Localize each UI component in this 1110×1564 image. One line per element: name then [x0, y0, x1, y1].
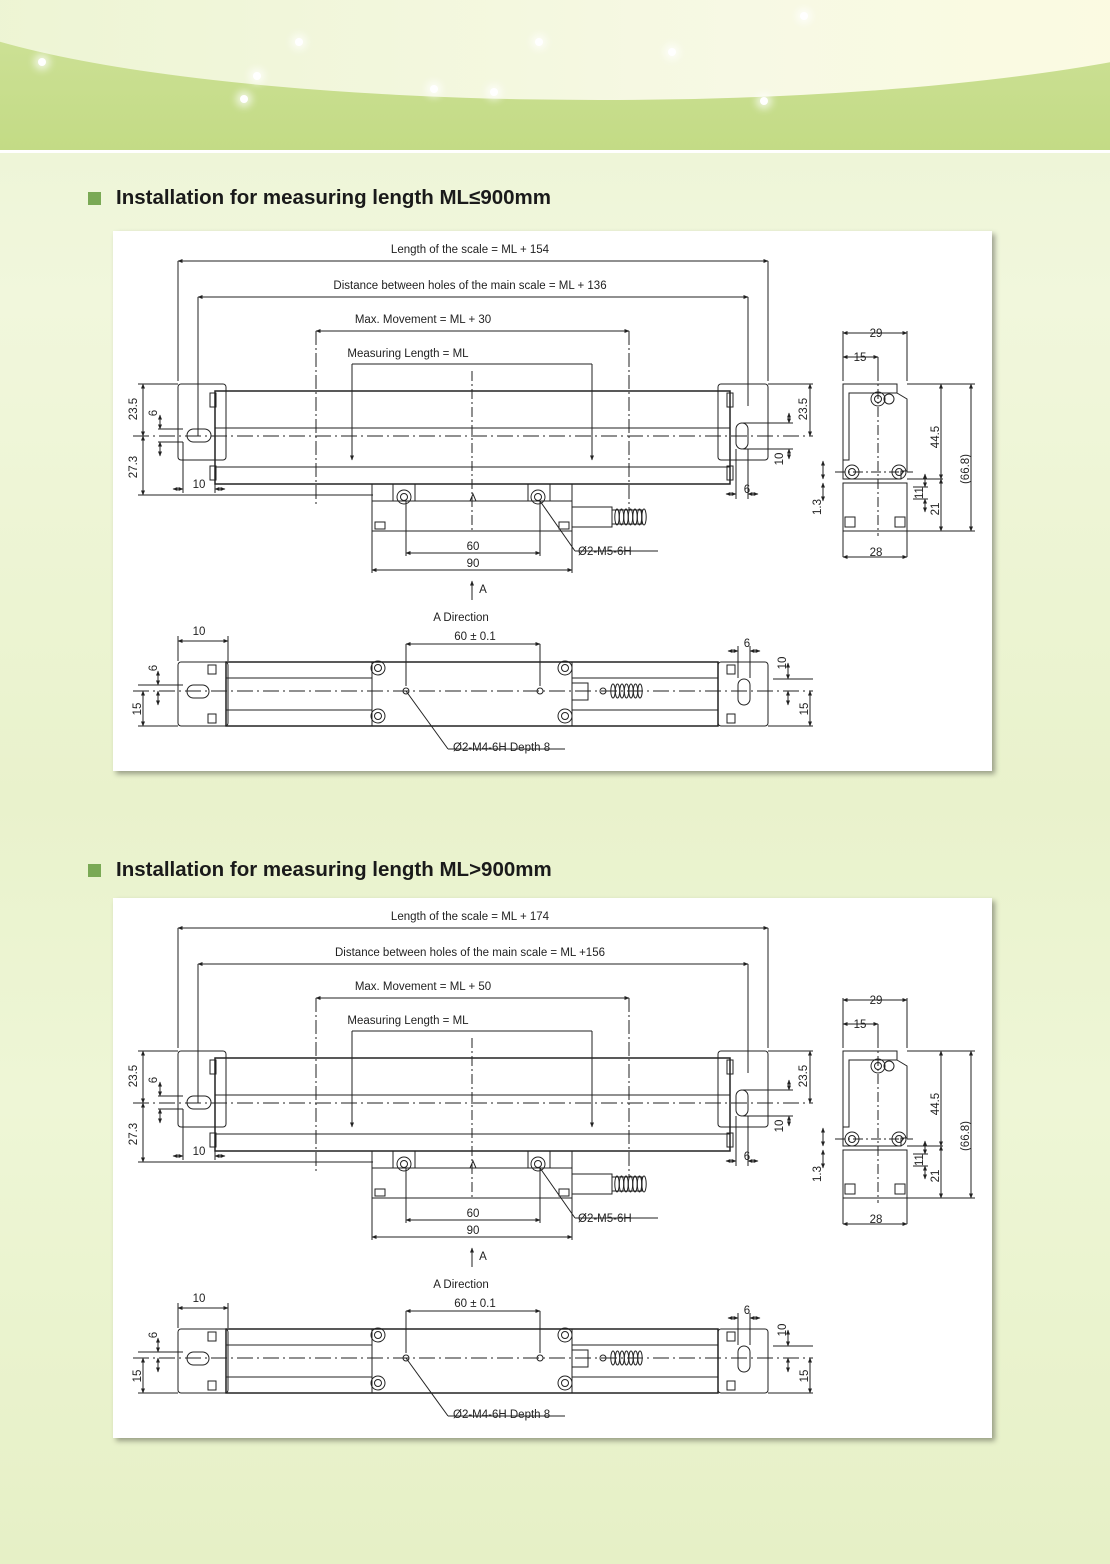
section-heading-1: Installation for measuring length ML≤900… — [88, 186, 551, 210]
dim-label-s11: 11 — [914, 487, 926, 499]
dim-label-movement: Max. Movement = ML + 30 — [355, 314, 491, 326]
dim-label-b15r: 15 — [799, 1370, 811, 1383]
dim-label-b6: 6 — [148, 665, 160, 671]
dim-label-s44_5: 44.5 — [930, 1093, 942, 1115]
dim-label-s66_8: (66.8) — [960, 1121, 972, 1151]
dim-label-b6r: 6 — [744, 638, 750, 650]
dim-label-b15: 15 — [132, 703, 144, 716]
dim-label-s28: 28 — [870, 1214, 883, 1226]
dim-label-bthread: Ø2-M4-6H Depth 8 — [453, 742, 550, 754]
section-heading-2: Installation for measuring length ML>900… — [88, 858, 552, 882]
dim-label-distance: Distance between holes of the main scale… — [333, 280, 606, 292]
dim-label-direction: A Direction — [433, 612, 489, 624]
dim-label-d60: 60 — [467, 1208, 480, 1220]
dim-label-b6: 6 — [148, 1332, 160, 1338]
dim-label-s1_3: 1.3 — [812, 1166, 824, 1182]
dim-label-d10r: 10 — [774, 1120, 786, 1133]
dim-label-s11: 11 — [914, 1154, 926, 1166]
dim-label-d60tol: 60 ± 0.1 — [454, 1298, 495, 1310]
dim-label-d10: 10 — [193, 1146, 206, 1158]
dim-label-d6: 6 — [148, 1077, 160, 1083]
dim-label-s29: 29 — [870, 328, 883, 340]
dim-label-b10r: 10 — [777, 657, 789, 670]
dim-label-measuring: Measuring Length = ML — [347, 1015, 469, 1027]
dim-label-b10: 10 — [193, 626, 206, 638]
dim-label-d23_5: 23.5 — [128, 398, 140, 420]
dim-label-b10r: 10 — [777, 1324, 789, 1337]
dim-label-s44_5: 44.5 — [930, 426, 942, 448]
dim-label-d6r: 6 — [744, 1151, 750, 1163]
dim-label-d90: 90 — [467, 1225, 480, 1237]
dim-label-d60tol: 60 ± 0.1 — [454, 631, 495, 643]
dim-label-thread: Ø2-M5-6H — [578, 1213, 632, 1225]
dim-label-d60: 60 — [467, 541, 480, 553]
dim-label-s66_8: (66.8) — [960, 454, 972, 484]
header-banner — [0, 0, 1110, 153]
dim-label-s21: 21 — [930, 503, 942, 516]
dim-label-d23_5r: 23.5 — [798, 398, 810, 420]
bullet-square-icon — [88, 191, 101, 205]
dim-label-b10: 10 — [193, 1293, 206, 1305]
dim-label-s15: 15 — [854, 1019, 867, 1031]
dim-label-s15: 15 — [854, 352, 867, 364]
dim-label-d23_5: 23.5 — [128, 1065, 140, 1087]
dim-label-s21: 21 — [930, 1170, 942, 1183]
dim-label-b15r: 15 — [799, 703, 811, 716]
dim-label-d6r: 6 — [744, 484, 750, 496]
dim-label-distance: Distance between holes of the main scale… — [335, 947, 605, 959]
dim-label-d10: 10 — [193, 479, 206, 491]
dim-label-d27_3: 27.3 — [128, 1123, 140, 1145]
dim-label-b15: 15 — [132, 1370, 144, 1383]
dim-label-d6: 6 — [148, 410, 160, 416]
dim-label-length: Length of the scale = ML + 174 — [391, 911, 550, 923]
dim-label-d27_3: 27.3 — [128, 456, 140, 478]
dim-label-s29: 29 — [870, 995, 883, 1007]
dim-label-movement: Max. Movement = ML + 50 — [355, 981, 491, 993]
dim-label-d10r: 10 — [774, 453, 786, 466]
bullet-square-icon — [88, 863, 101, 877]
dim-label-direction: A Direction — [433, 1279, 489, 1291]
dim-label-b6r: 6 — [744, 1305, 750, 1317]
dim-label-length: Length of the scale = ML + 154 — [391, 244, 550, 256]
dim-label-measuring: Measuring Length = ML — [347, 348, 469, 360]
dim-label-d23_5r: 23.5 — [798, 1065, 810, 1087]
dim-label-s1_3: 1.3 — [812, 499, 824, 515]
dim-label-thread: Ø2-M5-6H — [578, 546, 632, 558]
dim-label-s28: 28 — [870, 547, 883, 559]
dim-label-d90: 90 — [467, 558, 480, 570]
dim-label-bthread: Ø2-M4-6H Depth 8 — [453, 1409, 550, 1421]
dim-label-a: A — [479, 1251, 487, 1263]
dim-label-a: A — [479, 584, 487, 596]
